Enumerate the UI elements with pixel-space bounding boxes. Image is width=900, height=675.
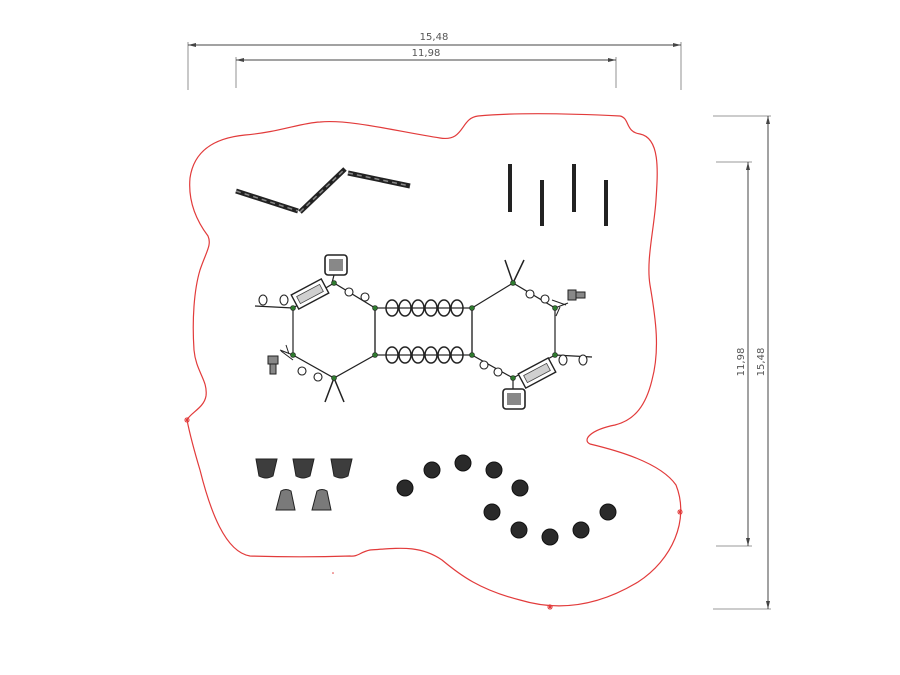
- pole-4: [604, 180, 608, 226]
- bottom-box: [502, 378, 526, 410]
- climbing-stone-2: [292, 458, 315, 479]
- climbing-stone-1: [255, 458, 278, 479]
- balance-beam-2: [298, 167, 347, 214]
- stepping-pad-3: [454, 454, 472, 472]
- stepping-pad-10: [599, 503, 617, 521]
- balance-beam-1: [235, 188, 299, 214]
- climbing-stone-5: [311, 489, 332, 511]
- play-structure-icon: [254, 254, 593, 410]
- pole-3: [572, 164, 576, 212]
- top-box: [324, 254, 348, 284]
- inner-width-label: 11,98: [412, 48, 441, 59]
- stepping-pad-8: [541, 528, 559, 546]
- climbing-stone-4: [275, 489, 296, 511]
- left-fitting: [267, 344, 294, 375]
- stepping-pad-2: [423, 461, 441, 479]
- stray-mark: [332, 572, 334, 574]
- boundary-markers: [184, 417, 683, 610]
- hardware-fittings: [258, 287, 588, 382]
- boundary-marker-2: [677, 509, 683, 515]
- balance-beam-3: [347, 170, 411, 189]
- inner-height-label: 11,98: [736, 348, 747, 377]
- right-panel: [517, 357, 557, 389]
- stepping-pad-5: [511, 479, 529, 497]
- left-panel: [290, 278, 330, 310]
- stepping-pad-9: [572, 521, 590, 539]
- stepping-pad-1: [396, 479, 414, 497]
- stepping-pad-6: [483, 503, 501, 521]
- stepping-pad-7: [510, 521, 528, 539]
- outer-width-label: 15,48: [420, 32, 449, 43]
- support-legs: [324, 259, 525, 403]
- right-dimensions: 15,48 11,98: [713, 115, 771, 610]
- climbing-stone-icon: [255, 458, 353, 511]
- top-dimensions: 15,48 11,98: [187, 32, 682, 90]
- right-fitting: [551, 289, 586, 317]
- climbing-stone-3: [330, 458, 353, 479]
- balance-beam-icon: [235, 167, 411, 214]
- outer-height-label: 15,48: [756, 348, 767, 377]
- frame-nodes: [290, 280, 558, 381]
- pole-1: [508, 164, 512, 212]
- safety-zone-boundary: [186, 113, 682, 607]
- pole-2: [540, 180, 544, 226]
- boundary-marker-3: [547, 604, 553, 610]
- boundary-marker-1: [184, 417, 190, 423]
- stepping-pad-icon: [396, 454, 617, 546]
- bridge-coils: [385, 299, 464, 364]
- stepping-pad-4: [485, 461, 503, 479]
- pole-icon: [508, 164, 608, 226]
